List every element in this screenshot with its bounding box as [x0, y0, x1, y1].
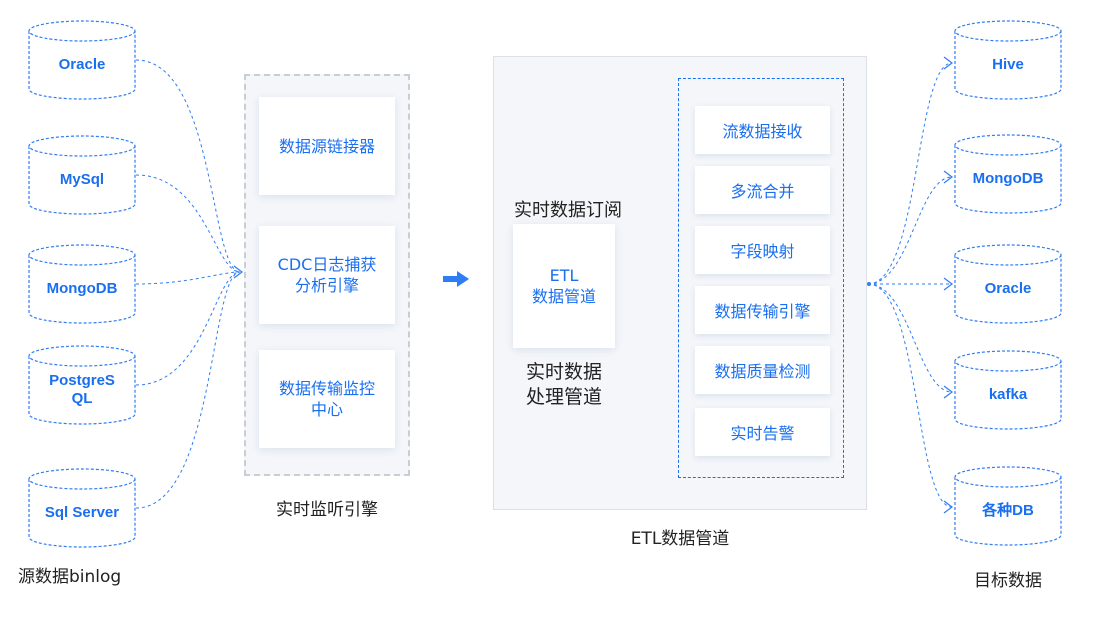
database-cylinder-icon: [28, 135, 136, 215]
database-cylinder-icon: [28, 20, 136, 100]
database-cylinder-icon: [954, 466, 1062, 546]
database-label: Sql Server: [44, 504, 120, 521]
monitor-card: CDC日志捕获 分析引擎: [259, 226, 395, 324]
source-connector: [135, 271, 241, 509]
database-cylinder-icon: [954, 350, 1062, 430]
database-label: Hive: [992, 56, 1024, 73]
source-connector: [135, 174, 241, 273]
target-arrowhead: [943, 277, 953, 291]
target-db-hive: Hive: [954, 20, 1062, 100]
source-connector: [135, 271, 241, 285]
target-connector: [867, 62, 953, 285]
targets-caption: 目标数据: [974, 571, 1042, 591]
target-connector: [867, 176, 953, 285]
etl-core-card: ETL 数据管道: [513, 224, 615, 348]
target-db-various: 各种DB: [954, 466, 1062, 546]
pipeline-step: 多流合并: [695, 166, 830, 214]
merge-arrowhead: [233, 265, 243, 279]
flow-arrow-icon: [443, 271, 469, 287]
database-label: kafka: [988, 386, 1028, 403]
source-db-mongodb: MongoDB: [28, 244, 136, 324]
pipeline-step: 字段映射: [695, 226, 830, 274]
target-arrowhead: [943, 56, 953, 70]
target-connector: [867, 283, 953, 508]
source-connector: [135, 59, 241, 273]
processing-steps-panel: [678, 78, 844, 478]
source-db-mysql: MySql: [28, 135, 136, 215]
target-db-mongodb: MongoDB: [954, 134, 1062, 214]
source-db-postgresql: PostgreS QL: [28, 345, 136, 425]
database-cylinder-icon: [954, 20, 1062, 100]
monitor-card: 数据传输监控 中心: [259, 350, 395, 448]
database-label: Oracle: [984, 280, 1032, 297]
target-connector: [867, 283, 953, 393]
database-cylinder-icon: [28, 468, 136, 548]
database-cylinder-icon: [28, 244, 136, 324]
database-label: 各种DB: [982, 502, 1034, 519]
database-label: MySql: [59, 171, 105, 188]
etl-caption: ETL数据管道: [630, 529, 730, 549]
database-cylinder-icon: [28, 345, 136, 425]
target-db-kafka: kafka: [954, 350, 1062, 430]
target-db-oracle: Oracle: [954, 244, 1062, 324]
sources-caption: 源数据binlog: [18, 567, 122, 587]
target-arrowhead: [943, 500, 953, 514]
pipeline-step: 实时告警: [695, 408, 830, 456]
source-connector: [135, 271, 241, 386]
pipeline-step: 数据传输引擎: [695, 286, 830, 334]
processing-label: 实时数据 处理管道: [525, 361, 602, 408]
pipeline-step: 数据质量检测: [695, 346, 830, 394]
source-db-sqlserver: Sql Server: [28, 468, 136, 548]
subscribe-label: 实时数据订阅: [514, 200, 622, 221]
database-cylinder-icon: [954, 244, 1062, 324]
database-label: MongoDB: [46, 280, 118, 297]
pipeline-step: 流数据接收: [695, 106, 830, 154]
monitor-card: 数据源链接器: [259, 97, 395, 195]
fan-out-dot: [867, 282, 871, 286]
database-label: Oracle: [58, 56, 106, 73]
target-arrowhead: [943, 385, 953, 399]
target-arrowhead: [943, 170, 953, 184]
source-db-oracle: Oracle: [28, 20, 136, 100]
database-cylinder-icon: [954, 134, 1062, 214]
monitor-caption: 实时监听引擎: [276, 500, 378, 520]
database-label: PostgreS QL: [49, 372, 115, 407]
database-label: MongoDB: [972, 170, 1044, 187]
